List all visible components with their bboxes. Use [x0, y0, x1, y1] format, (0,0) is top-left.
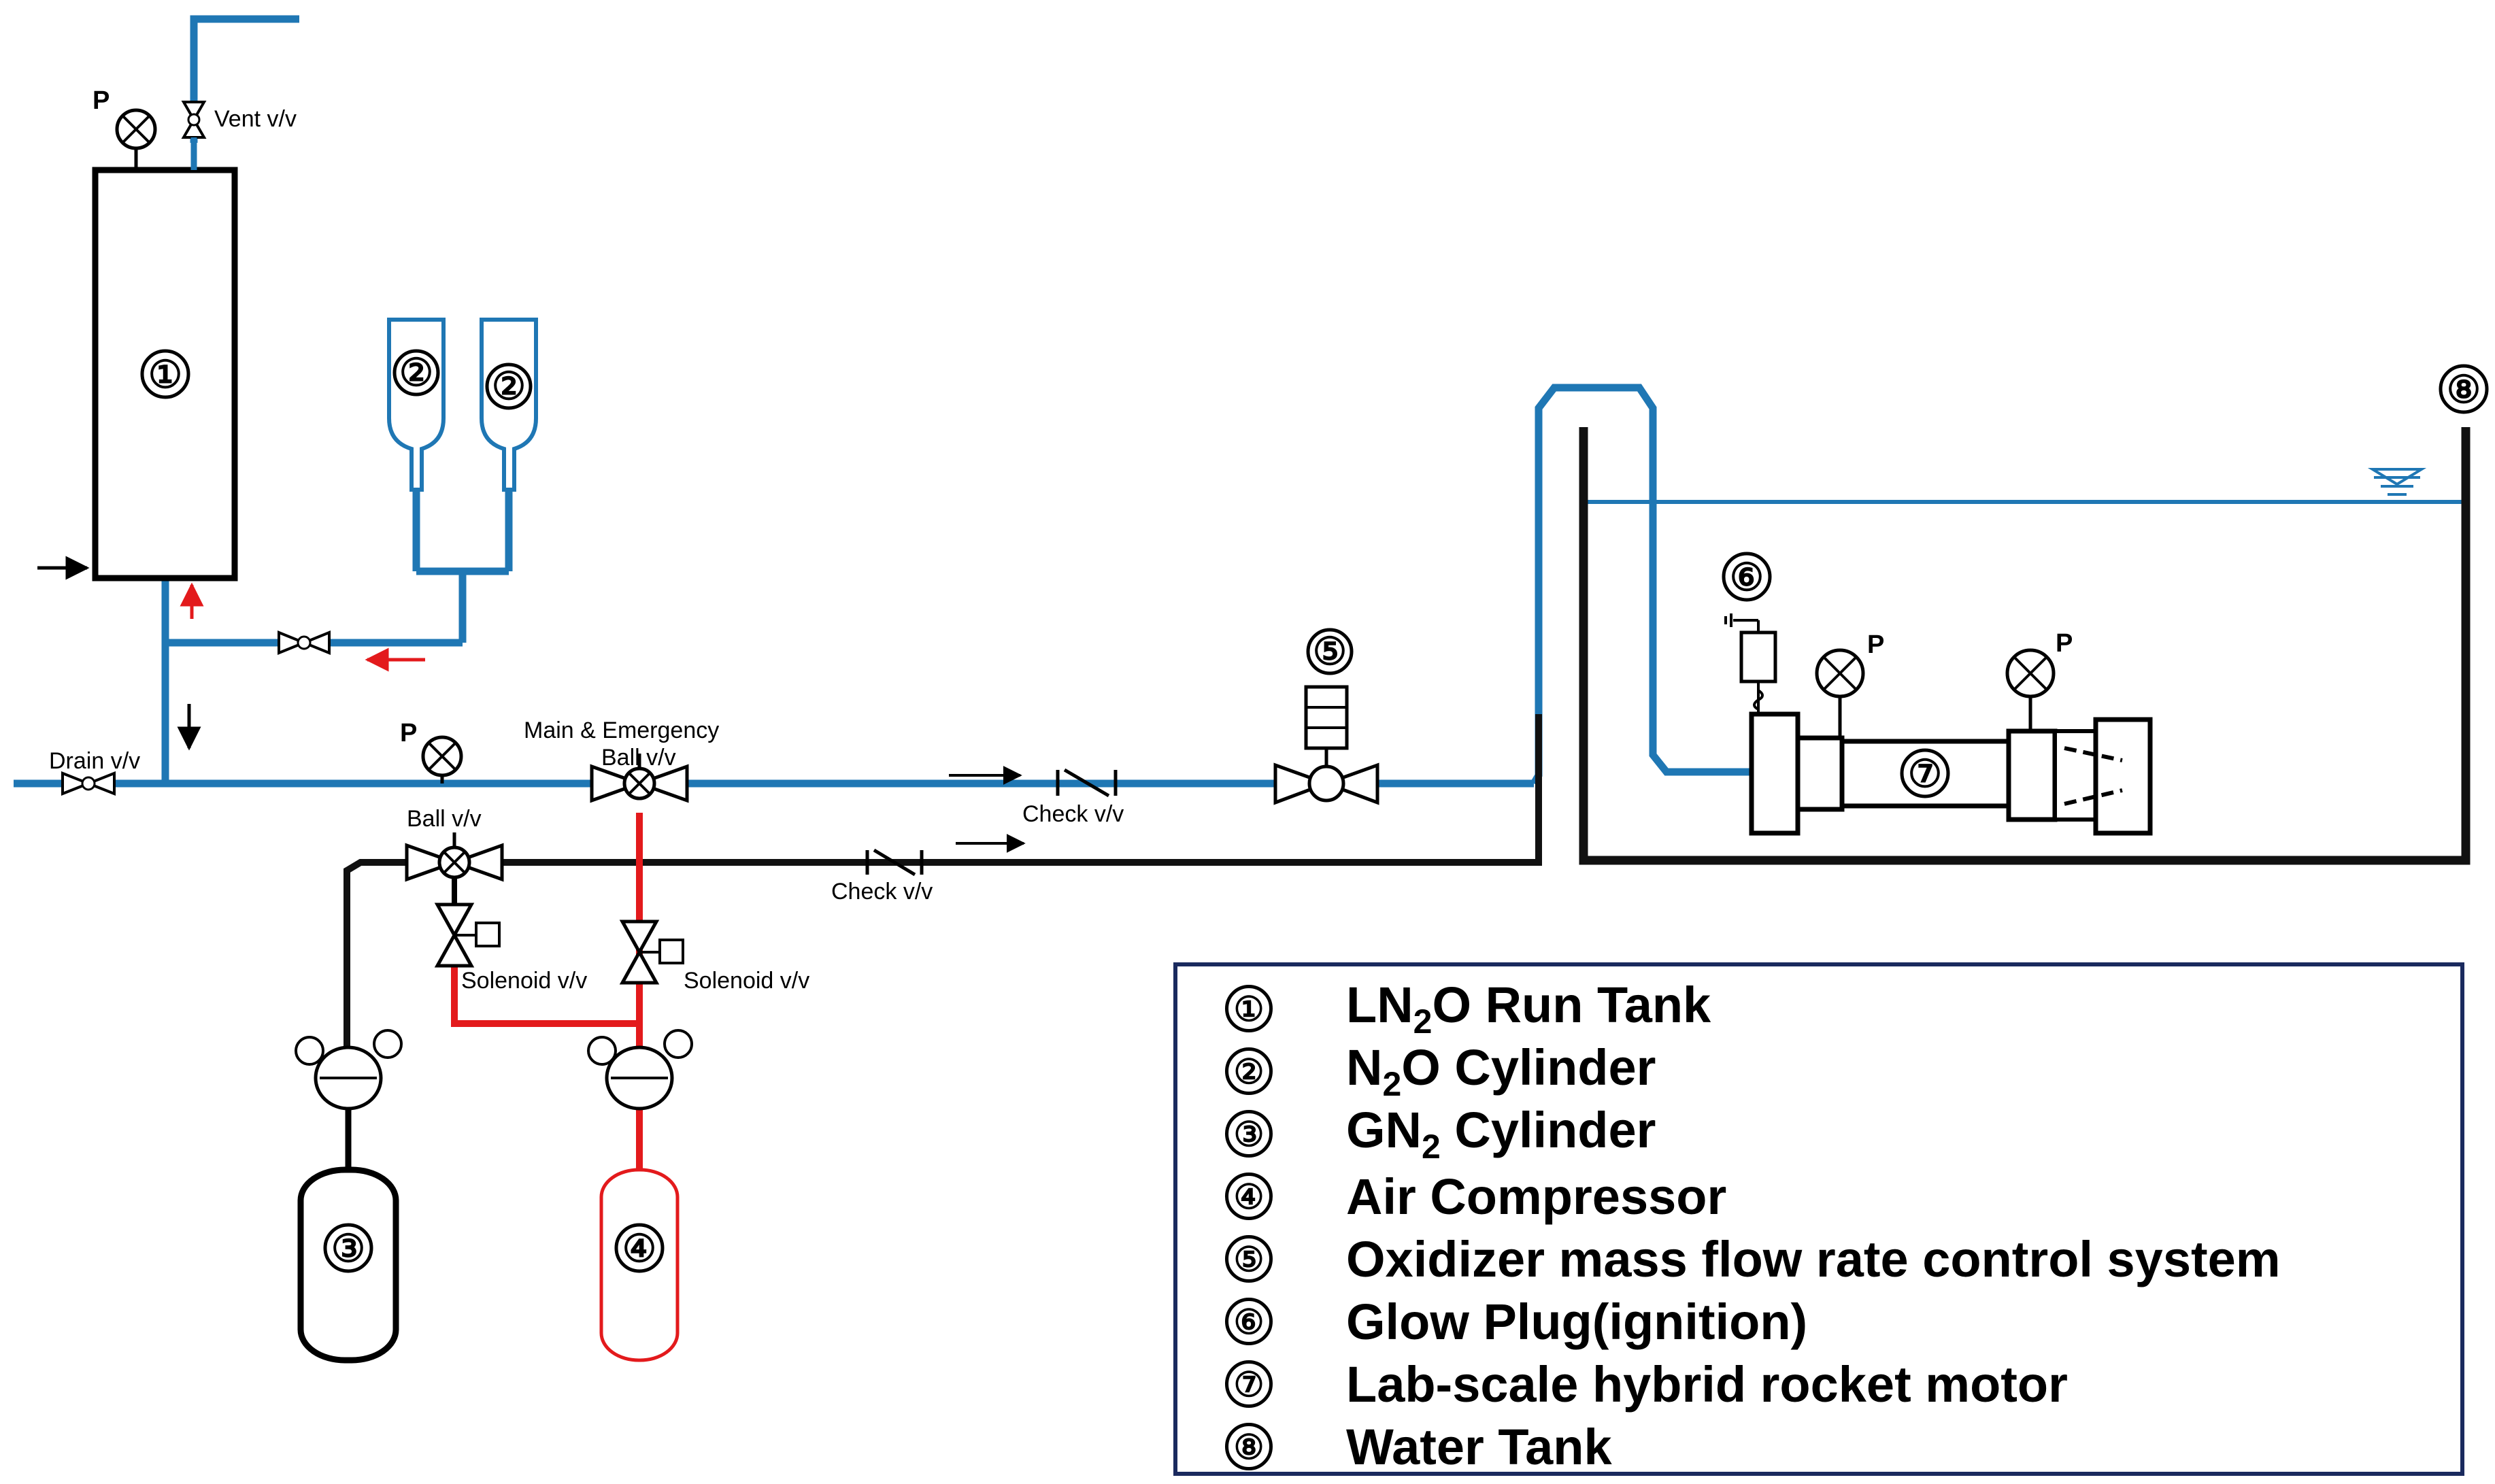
legend-number: ③ [1225, 1110, 1273, 1158]
legend-item: ⑧ Water Tank [1225, 1418, 1612, 1475]
legend-label: Air Compressor [1346, 1168, 1727, 1225]
main-emergency-ball-valve[interactable]: Main & Emergency Ball v/v [524, 718, 719, 803]
lower-check-valve-label: Check v/v [831, 879, 933, 905]
water-tank: ⑧ [1579, 364, 2489, 865]
n2o-cylinder-right: ② [480, 318, 538, 492]
legend-item: ② N2O Cylinder [1225, 1039, 1656, 1103]
fill-valve[interactable] [278, 630, 331, 655]
lower-check-valve[interactable]: Check v/v [831, 834, 1026, 905]
legend-item: ⑦ Lab-scale hybrid rocket motor [1225, 1355, 2068, 1413]
motor-pressure-gauge-2: P [2005, 629, 2073, 731]
legend-label: N2O Cylinder [1346, 1039, 1656, 1103]
run-tank: ① [92, 167, 238, 581]
n2o-cylinder-left: ② [387, 318, 446, 492]
main-line-pressure-gauge: P [400, 719, 463, 783]
run-tank-number: ① [148, 353, 182, 396]
legend-item: ③ GN2 Cylinder [1225, 1102, 1656, 1166]
flow-control-valve[interactable]: ⑤ [1273, 628, 1379, 805]
vent-valve-label: Vent v/v [214, 106, 297, 132]
legend-number: ④ [1225, 1173, 1273, 1220]
legend-number: ⑦ [1225, 1360, 1273, 1408]
upper-check-valve[interactable]: Check v/v [949, 766, 1124, 827]
legend-item: ⑤ Oxidizer mass flow rate control system [1225, 1230, 2281, 1287]
legend-label: Glow Plug(ignition) [1346, 1293, 1808, 1350]
main-emergency-label-1: Main & Emergency [524, 718, 719, 743]
legend-label: Water Tank [1346, 1418, 1612, 1475]
legend-number: ⑧ [1225, 1423, 1273, 1470]
legend-item: ⑥ Glow Plug(ignition) [1225, 1293, 1808, 1350]
legend-label: LN2O Run Tank [1346, 977, 1711, 1041]
main-line-pressure-tag: P [400, 719, 417, 747]
air-regulator [587, 1029, 693, 1111]
legend-label: Oxidizer mass flow rate control system [1346, 1230, 2281, 1287]
solenoid-valve-left[interactable]: Solenoid v/v [434, 877, 587, 994]
drain-valve[interactable]: Drain v/v [49, 748, 140, 796]
legend-box: ① LN2O Run Tank ② N2O Cylinder ③ GN2 Cyl… [1173, 962, 2464, 1476]
ball-valve[interactable]: Ball v/v [405, 806, 504, 882]
motor-pressure-tag-1: P [1867, 630, 1884, 659]
upper-check-valve-label: Check v/v [1022, 801, 1124, 827]
legend-number: ② [1225, 1047, 1273, 1095]
vent-valve[interactable]: Vent v/v [181, 101, 297, 170]
gn2-cylinder-number: ③ [331, 1227, 365, 1270]
legend-number: ⑤ [1225, 1235, 1273, 1283]
tank-pressure-gauge: P [93, 86, 157, 170]
solenoid-left-label: Solenoid v/v [461, 968, 587, 994]
n2o-cylinder-left-number: ② [399, 351, 433, 394]
legend-item: ④ Air Compressor [1225, 1168, 1727, 1225]
solenoid-right-label: Solenoid v/v [684, 968, 809, 994]
main-emergency-label-2: Ball v/v [601, 745, 676, 771]
drain-valve-label: Drain v/v [49, 748, 140, 774]
air-compressor: ④ [599, 1168, 680, 1362]
glow-plug: ⑥ [1722, 552, 1777, 714]
solenoid-valve-right[interactable]: Solenoid v/v [619, 920, 809, 994]
motor-number: ⑦ [1908, 752, 1942, 795]
n2o-cylinder-right-number: ② [492, 365, 526, 407]
hybrid-rocket-motor: ⑦ [1749, 711, 2153, 836]
legend-item: ① LN2O Run Tank [1225, 977, 1711, 1041]
glow-plug-number: ⑥ [1730, 556, 1764, 598]
oxidizer-piping [14, 15, 2466, 788]
tank-pressure-tag: P [93, 86, 110, 115]
gn2-cylinder: ③ [297, 1166, 399, 1364]
flow-control-number: ⑤ [1313, 630, 1347, 673]
ball-valve-label: Ball v/v [407, 806, 482, 832]
legend-number: ⑥ [1225, 1298, 1273, 1345]
legend-label: Lab-scale hybrid rocket motor [1346, 1355, 2068, 1413]
water-tank-number: ⑧ [2447, 368, 2481, 411]
gn2-regulator [295, 1029, 403, 1170]
motor-pressure-gauge-1: P [1815, 630, 1884, 738]
legend-label: GN2 Cylinder [1346, 1102, 1656, 1166]
legend-number: ① [1225, 985, 1273, 1032]
nitrogen-piping [344, 714, 1542, 1109]
air-compressor-number: ④ [622, 1227, 656, 1270]
motor-pressure-tag-2: P [2056, 629, 2073, 658]
